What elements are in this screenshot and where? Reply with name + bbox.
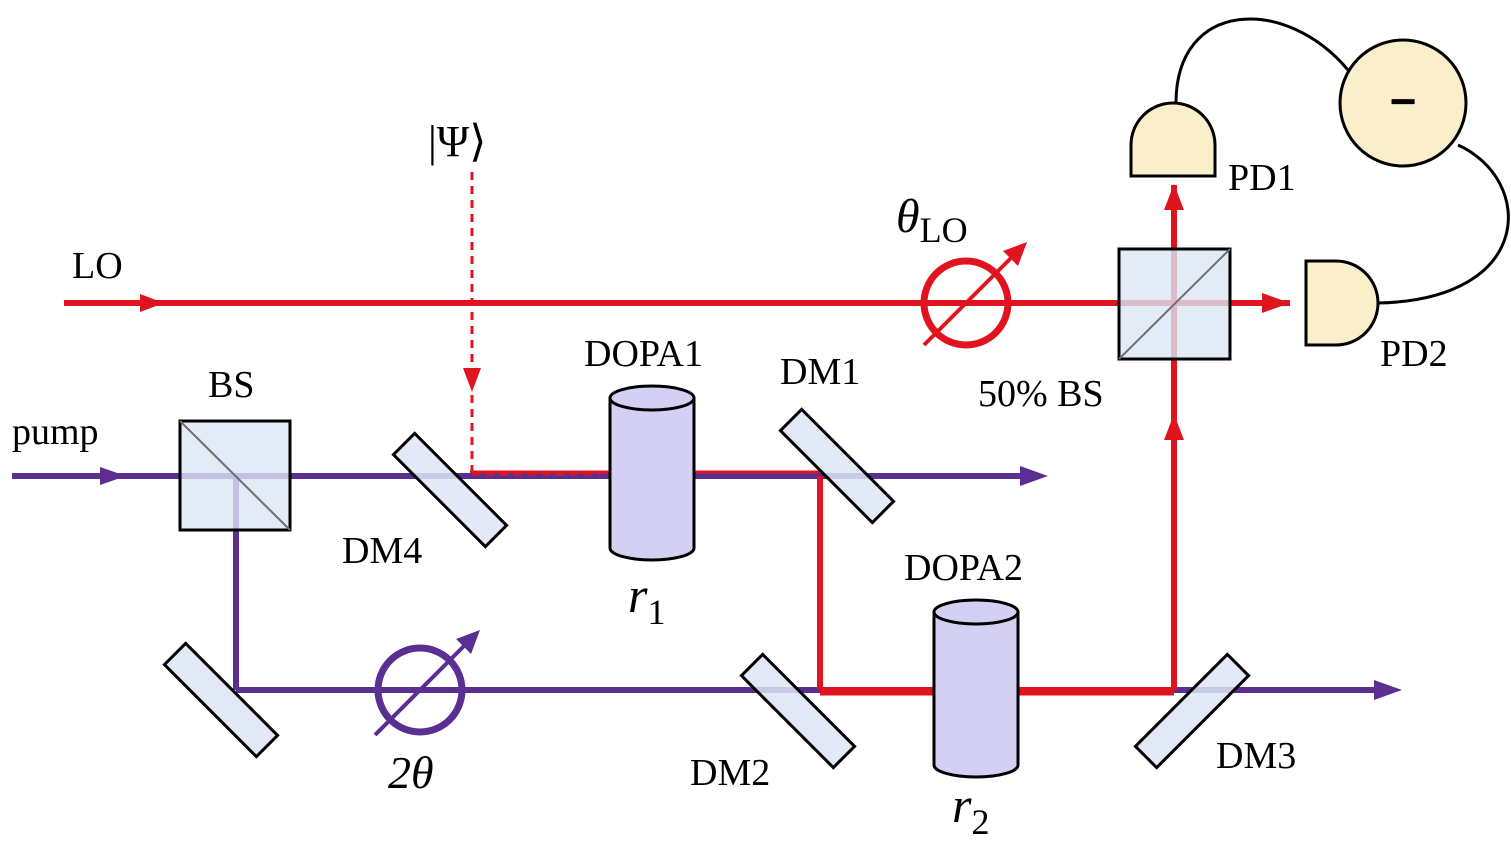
label-input-state: |Ψ⟩: [428, 117, 486, 166]
signal-arrowheads: [140, 184, 1290, 440]
label-two-theta: 2θ: [388, 747, 434, 798]
pd1-wire: [1174, 17, 1350, 104]
label-pd2: PD2: [1380, 333, 1448, 375]
phase-shifter-lo: [920, 242, 1027, 349]
label-theta-lo: θLO: [896, 190, 968, 250]
label-dm1: DM1: [780, 351, 860, 393]
pump-exit-arrow-upper: [1020, 466, 1048, 486]
pump-mirror: [162, 641, 280, 759]
label-r1: r1: [628, 567, 665, 632]
beam-splitter-50: [1117, 247, 1232, 361]
signal-up-arrow: [1164, 414, 1184, 440]
dopa1: [608, 384, 696, 562]
pd2-wire: [1377, 143, 1510, 305]
pump-input-arrow: [100, 467, 126, 485]
pd2-arrow: [1262, 293, 1290, 313]
photodetector-pd1: [1129, 101, 1217, 178]
pump-exit-arrow-lower: [1374, 680, 1402, 700]
label-dm2: DM2: [690, 752, 770, 794]
dopa2: [932, 598, 1020, 779]
beam-splitter: [178, 419, 292, 532]
label-50-bs: 50% BS: [978, 373, 1104, 415]
label-dm4: DM4: [342, 530, 422, 572]
pump-arrowheads: [100, 466, 1402, 700]
input-state-arrow: [463, 368, 481, 392]
pd1-arrow: [1164, 184, 1184, 210]
label-pd1: PD1: [1228, 157, 1296, 199]
dichroic-mirror-dm3: [1133, 652, 1251, 770]
label-r2: r2: [952, 777, 989, 842]
phase-shifter-pump: [373, 630, 480, 737]
label-dopa1: DOPA1: [584, 333, 703, 375]
minus-sign: −: [1390, 75, 1417, 127]
label-dopa2: DOPA2: [904, 547, 1023, 589]
label-pump: pump: [12, 411, 99, 453]
dichroic-mirror-dm1: [778, 407, 896, 525]
dichroic-mirror-dm2: [739, 652, 857, 770]
label-lo: LO: [72, 245, 123, 287]
label-dm3: DM3: [1216, 735, 1296, 777]
subtractor: −: [1338, 38, 1468, 168]
dichroic-mirror-dm4: [391, 431, 509, 549]
lo-arrow: [140, 294, 164, 312]
photodetector-pd2: [1304, 259, 1380, 347]
label-bs: BS: [208, 364, 254, 406]
